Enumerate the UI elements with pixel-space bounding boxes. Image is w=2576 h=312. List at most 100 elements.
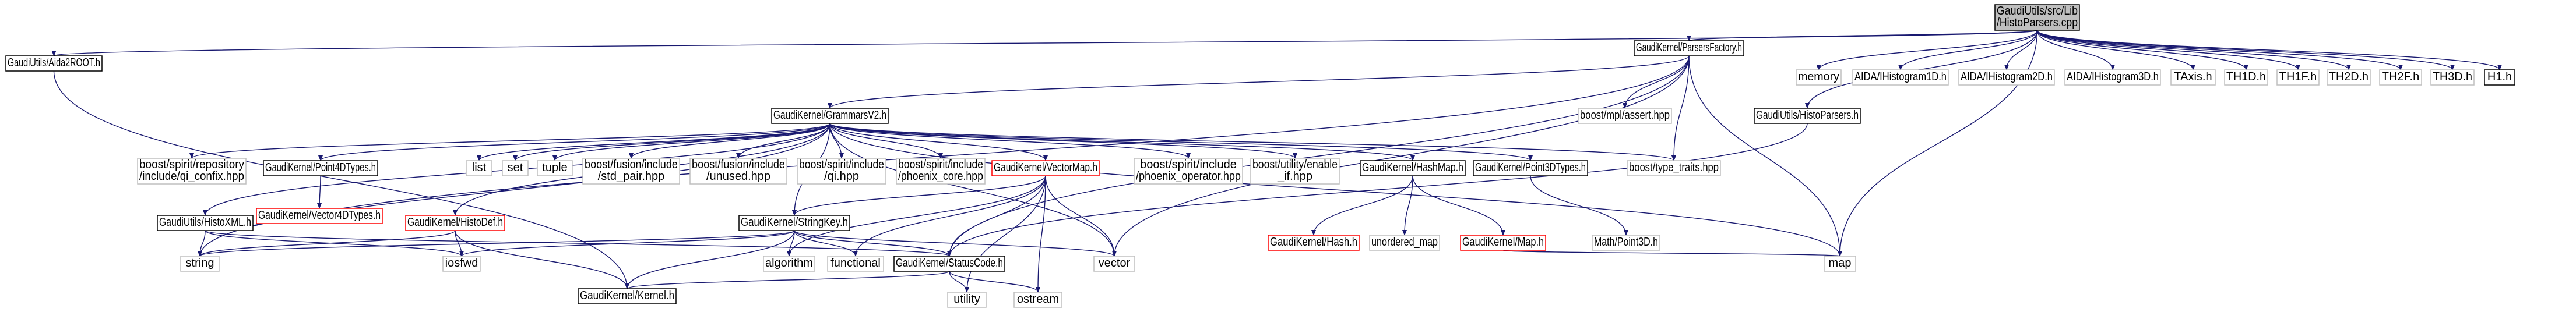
edge-root-to-th1f bbox=[2036, 30, 2300, 70]
edge-root-to-th3d bbox=[2036, 30, 2455, 70]
edge-vectormap-to-stringkey bbox=[792, 175, 1046, 216]
node-box-vector bbox=[1093, 256, 1135, 272]
node-gkmap[interactable]: GaudiKernel/Map.h bbox=[1460, 235, 1546, 251]
node-parsersfactory[interactable]: GaudiKernel/ParsersFactory.h bbox=[1634, 40, 1744, 56]
node-label-spiritqi: boost/spirit/include bbox=[799, 158, 884, 171]
node-spiritqi[interactable]: boost/spirit/include/qi.hpp bbox=[797, 158, 886, 185]
node-label-histoxml: GaudiUtils/HistoXML.h bbox=[159, 216, 251, 229]
node-stringkey[interactable]: GaudiKernel/StringKey.h bbox=[738, 215, 850, 231]
node-box-th1f bbox=[2276, 69, 2320, 86]
node-box-th3d bbox=[2430, 69, 2475, 86]
node-label-aidah3d: AIDA/IHistogram3D.h bbox=[2067, 70, 2159, 83]
node-label-spiritqi: /qi.hpp bbox=[824, 170, 859, 183]
node-aida2root[interactable]: GaudiUtils/Aida2ROOT.h bbox=[5, 55, 103, 72]
node-aidah2d[interactable]: AIDA/IHistogram2D.h bbox=[1958, 69, 2055, 86]
node-mplassert[interactable]: boost/mpl/assert.hpp bbox=[1578, 108, 1672, 124]
node-list[interactable]: list bbox=[466, 160, 492, 176]
node-th2d[interactable]: TH2D.h bbox=[2327, 69, 2371, 86]
edge-statuscode-to-ostream bbox=[949, 271, 1040, 293]
node-box-hashmap bbox=[1360, 160, 1466, 176]
node-fusionunused[interactable]: boost/fusion/include/unused.hpp bbox=[689, 158, 787, 185]
node-label-mplassert: boost/mpl/assert.hpp bbox=[1580, 109, 1670, 122]
node-th3d[interactable]: TH3D.h bbox=[2430, 69, 2475, 86]
edge-point3d-to-mathpoint bbox=[1530, 175, 1628, 236]
node-label-utility: utility bbox=[953, 293, 980, 306]
node-algorithm[interactable]: algorithm bbox=[763, 256, 815, 272]
node-kernel[interactable]: GaudiKernel/Kernel.h bbox=[578, 288, 677, 304]
node-ostream[interactable]: ostream bbox=[1013, 292, 1062, 308]
node-label-vectormap: GaudiKernel/VectorMap.h bbox=[994, 161, 1097, 174]
node-enableif[interactable]: boost/utility/enable_if.hpp bbox=[1250, 158, 1340, 185]
node-box-unordered bbox=[1369, 235, 1440, 251]
edge-gkmap-to-map bbox=[1502, 250, 1842, 257]
edge-point4d-to-vector4d bbox=[317, 175, 322, 209]
node-label-aidah2d: AIDA/IHistogram2D.h bbox=[1961, 70, 2053, 83]
edge-grammars-to-point4d bbox=[318, 123, 830, 161]
node-vector[interactable]: vector bbox=[1093, 256, 1135, 272]
node-box-grammars bbox=[771, 108, 889, 124]
node-functional[interactable]: functional bbox=[827, 256, 884, 272]
node-label-point3d: GaudiKernel/Point3DTypes.h bbox=[1475, 161, 1586, 174]
edge-grammars-to-hashmap bbox=[829, 123, 1415, 161]
node-point4d[interactable]: GaudiKernel/Point4DTypes.h bbox=[263, 160, 378, 176]
node-label-mathpoint: Math/Point3D.h bbox=[1594, 236, 1658, 249]
node-memory[interactable]: memory bbox=[1796, 69, 1842, 86]
node-typetraits[interactable]: boost/type_traits.hpp bbox=[1627, 160, 1721, 176]
node-box-aidah2d bbox=[1958, 69, 2055, 86]
node-box-spiritqi bbox=[797, 158, 886, 185]
node-box-map bbox=[1824, 256, 1856, 272]
node-label-root: GaudiUtils/src/Lib bbox=[1997, 5, 2078, 17]
node-label-vector: vector bbox=[1099, 257, 1131, 270]
node-box-algorithm bbox=[763, 256, 815, 272]
node-set[interactable]: set bbox=[502, 160, 529, 176]
node-label-th3d: TH3D.h bbox=[2433, 70, 2472, 83]
node-hash[interactable]: GaudiKernel/Hash.h bbox=[1268, 235, 1360, 251]
node-label-phoenixcore: boost/spirit/include bbox=[898, 158, 983, 171]
edge-grammars-to-string bbox=[198, 123, 830, 257]
edge-vectormap-to-statuscode bbox=[947, 175, 1046, 257]
edge-grammars-to-set bbox=[513, 123, 830, 161]
node-fusionstd[interactable]: boost/fusion/include/std_pair.hpp bbox=[582, 158, 680, 185]
edge-parsersfactory-to-grammars bbox=[828, 55, 1690, 109]
node-th1f[interactable]: TH1F.h bbox=[2276, 69, 2320, 86]
node-phoenixcore[interactable]: boost/spirit/include/phoenix_core.hpp bbox=[896, 158, 986, 185]
node-label-stringkey: GaudiKernel/StringKey.h bbox=[741, 216, 848, 229]
node-point3d[interactable]: GaudiKernel/Point3DTypes.h bbox=[1473, 160, 1588, 176]
node-phoenixop[interactable]: boost/spirit/include/phoenix_operator.hp… bbox=[1134, 158, 1243, 185]
node-tuple[interactable]: tuple bbox=[537, 160, 573, 176]
node-h1h[interactable]: H1.h bbox=[2484, 69, 2515, 86]
node-taxis[interactable]: TAxis.h bbox=[2170, 69, 2216, 86]
node-hashmap[interactable]: GaudiKernel/HashMap.h bbox=[1360, 160, 1466, 176]
node-histoxml[interactable]: GaudiUtils/HistoXML.h bbox=[157, 215, 254, 231]
node-repo[interactable]: boost/spirit/repository/include/qi_confi… bbox=[137, 158, 247, 185]
node-utility[interactable]: utility bbox=[947, 292, 987, 308]
node-aidah1d[interactable]: AIDA/IHistogram1D.h bbox=[1852, 69, 1949, 86]
node-box-list bbox=[466, 160, 492, 176]
edge-statuscode-to-utility bbox=[949, 271, 969, 293]
node-th2f[interactable]: TH2F.h bbox=[2379, 69, 2422, 86]
node-aidah3d[interactable]: AIDA/IHistogram3D.h bbox=[2064, 69, 2161, 86]
node-mathpoint[interactable]: Math/Point3D.h bbox=[1592, 235, 1660, 251]
node-iosfwd[interactable]: iosfwd bbox=[442, 256, 481, 272]
edge-grammars-to-enableif bbox=[829, 123, 1297, 159]
node-box-taxis bbox=[2170, 69, 2216, 86]
node-vector4d[interactable]: GaudiKernel/Vector4DTypes.h bbox=[256, 208, 383, 224]
node-th1d[interactable]: TH1D.h bbox=[2224, 69, 2268, 86]
node-label-h1h: H1.h bbox=[2487, 70, 2512, 83]
node-histoparsers[interactable]: GaudiUtils/HistoParsers.h bbox=[1754, 108, 1861, 124]
node-string[interactable]: string bbox=[180, 256, 220, 272]
edge-vectormap-to-vector bbox=[1045, 175, 1117, 257]
node-vectormap[interactable]: GaudiKernel/VectorMap.h bbox=[991, 160, 1100, 176]
edge-parsersfactory-to-map bbox=[1688, 55, 1842, 257]
node-label-hashmap: GaudiKernel/HashMap.h bbox=[1362, 161, 1463, 174]
node-box-aidah3d bbox=[2064, 69, 2161, 86]
node-label-root: /HistoParsers.cpp bbox=[1997, 16, 2078, 29]
node-unordered[interactable]: unordered_map bbox=[1369, 235, 1440, 251]
node-label-th2d: TH2D.h bbox=[2329, 70, 2369, 83]
edge-grammars-to-phoenixop bbox=[829, 123, 1191, 159]
node-map[interactable]: map bbox=[1824, 256, 1856, 272]
node-statuscode[interactable]: GaudiKernel/StatusCode.h bbox=[893, 256, 1005, 272]
node-histodef[interactable]: GaudiKernel/HistoDef.h bbox=[405, 215, 505, 231]
edge-hashmap-to-hash bbox=[1311, 175, 1413, 236]
node-grammars[interactable]: GaudiKernel/GrammarsV2.h bbox=[771, 108, 889, 124]
